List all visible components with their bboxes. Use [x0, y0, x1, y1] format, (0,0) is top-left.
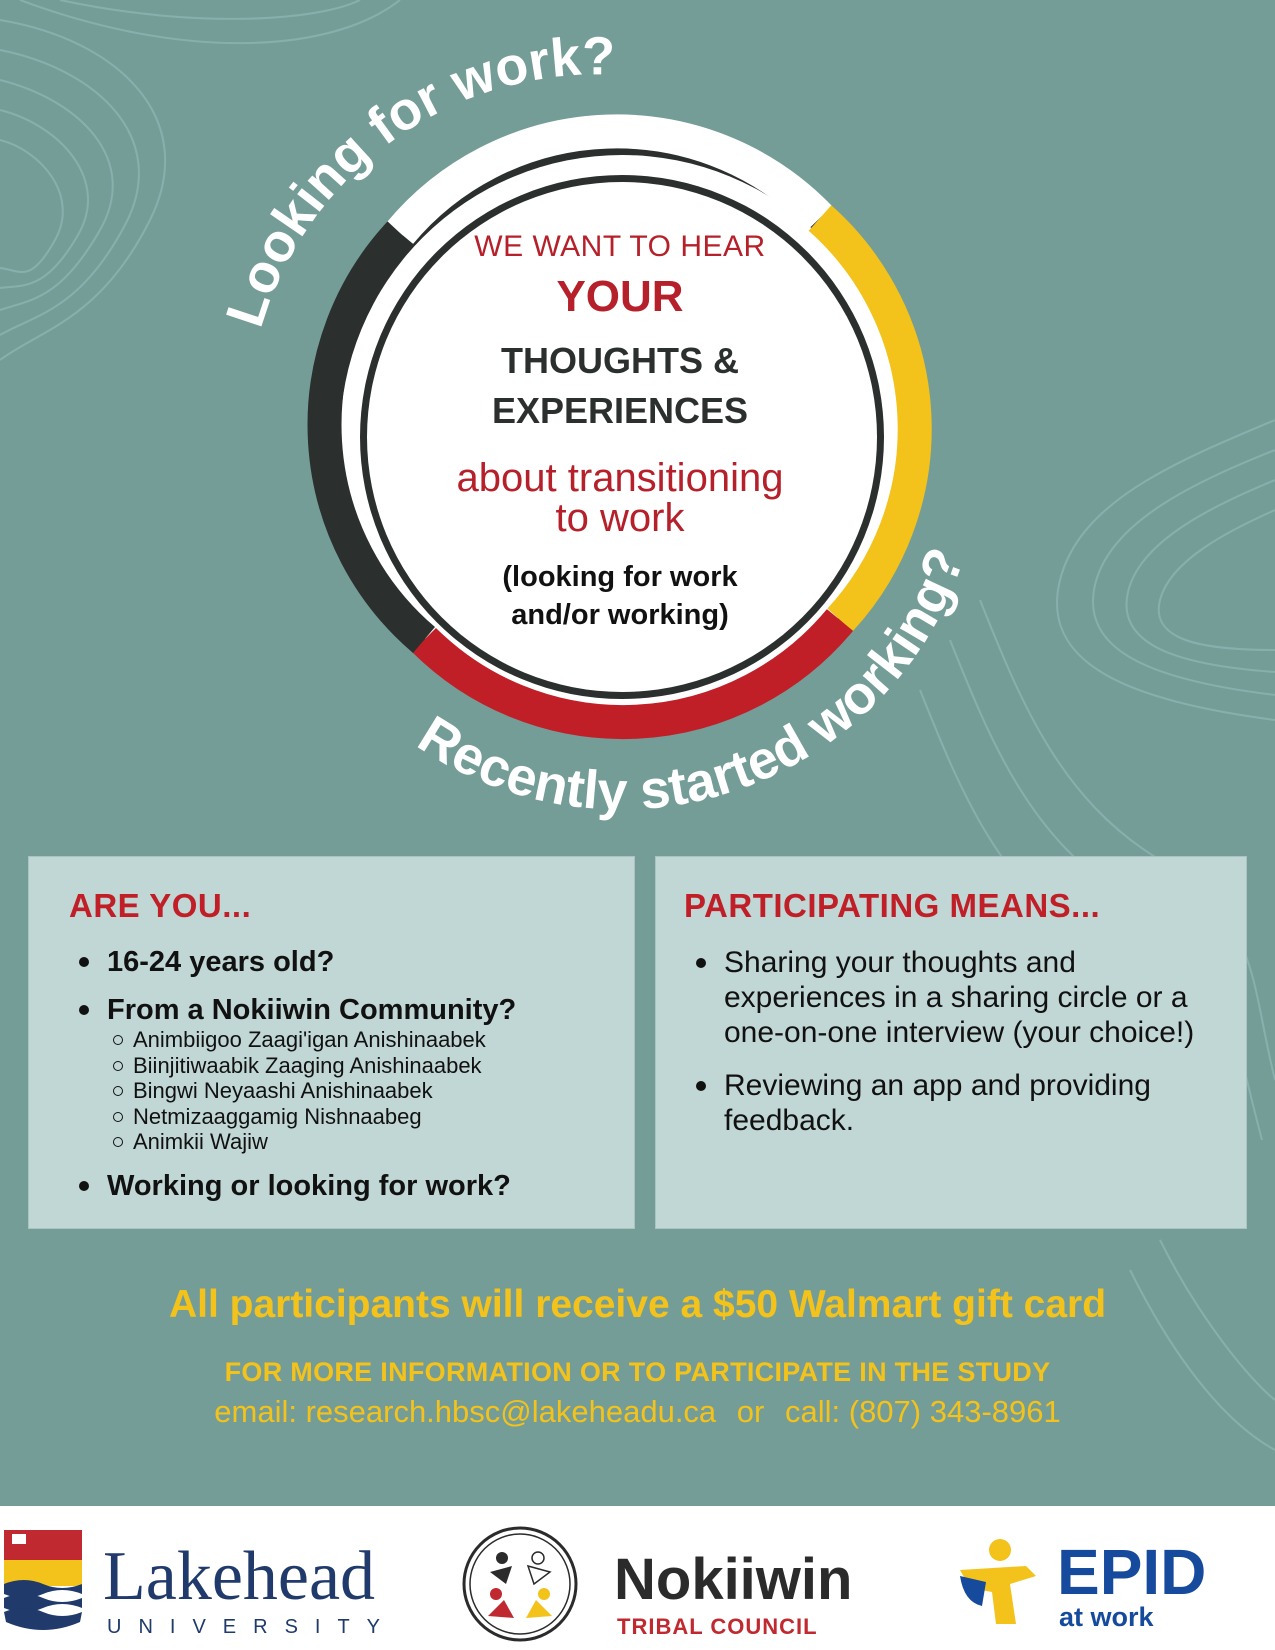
circle-line-transitioning-a: about transitioning — [456, 456, 784, 500]
eligibility-working: Working or looking for work? — [107, 1169, 511, 1202]
list-item: Reviewing an app and providing feedback. — [694, 1068, 1234, 1138]
list-item: From a Nokiiwin Community? Animbiigoo Za… — [77, 993, 617, 1155]
circle-line-your: YOUR — [556, 272, 684, 321]
curved-headlines: Looking for work? Recently started worki… — [215, 26, 976, 821]
nokiiwin-logo-text: Nokiiwin — [614, 1547, 853, 1612]
gift-card-notice: All participants will receive a $50 Walm… — [168, 1283, 1107, 1326]
community-list: Animbiigoo Zaagi'igan Anishinaabek Biinj… — [107, 1027, 617, 1155]
list-item: Working or looking for work? — [77, 1169, 617, 1203]
list-item: 16-24 years old? — [77, 945, 617, 979]
nokiiwin-emblem-icon — [462, 1526, 578, 1642]
circle-line-thoughts-a: THOUGHTS & — [501, 340, 739, 381]
list-item: Sharing your thoughts and experiences in… — [694, 945, 1234, 1050]
nokiiwin-logo-subtext: TRIBAL COUNCIL — [617, 1614, 818, 1639]
lakehead-crest-icon — [4, 1530, 82, 1630]
community-item: Biinjitiwaabik Zaaging Anishinaabek — [113, 1053, 617, 1079]
wheel-center — [367, 182, 877, 692]
eligibility-age: 16-24 years old? — [107, 946, 335, 978]
contact-or: or — [736, 1394, 765, 1429]
footer-logos: Lakehead UNIVERSITY Nokiiwin TRIBAL COUN… — [0, 1506, 1275, 1650]
participation-heading: PARTICIPATING MEANS... — [684, 887, 1101, 924]
wheel-segment-white — [386, 114, 833, 244]
community-item: Animbiigoo Zaagi'igan Anishinaabek — [113, 1027, 617, 1053]
participation-box: PARTICIPATING MEANS... Sharing your thou… — [655, 856, 1247, 1229]
contact-phone[interactable]: call: (807) 343-8961 — [785, 1394, 1061, 1429]
eligibility-box: ARE YOU... 16-24 years old? From a Nokii… — [28, 856, 635, 1229]
circle-message: WE WANT TO HEAR YOUR THOUGHTS & EXPERIEN… — [360, 230, 880, 634]
epid-logo-subtext: at work — [1059, 1602, 1154, 1632]
community-item: Animkii Wajiw — [113, 1129, 617, 1155]
contact-email[interactable]: email: research.hbsc@lakeheadu.ca — [214, 1394, 717, 1429]
eligibility-community: From a Nokiiwin Community? — [107, 994, 517, 1026]
wheel-segment-yellow — [808, 205, 932, 632]
lakehead-logo-text: Lakehead — [103, 1538, 376, 1615]
circle-line-transitioning: about transitioning to work — [360, 458, 880, 538]
wheel-segment-black — [307, 221, 436, 653]
lakehead-logo-subtext: UNIVERSITY — [107, 1616, 398, 1638]
circle-line-looking-a: (looking for work — [502, 561, 738, 593]
wheel-segment-red — [412, 609, 854, 740]
epid-logo-text: EPID — [1057, 1536, 1207, 1608]
circle-line-thoughts-b: EXPERIENCES — [491, 390, 749, 431]
epid-figure-icon — [960, 1539, 1036, 1624]
contact-line: email: research.hbsc@lakeheadu.ca or cal… — [0, 1394, 1275, 1430]
participation-list: Sharing your thoughts and experiences in… — [694, 945, 1234, 1156]
community-item: Bingwi Neyaashi Anishinaabek — [113, 1078, 617, 1104]
circle-line-thoughts: THOUGHTS & EXPERIENCES — [360, 336, 880, 436]
more-info-heading: FOR MORE INFORMATION OR TO PARTICIPATE I… — [224, 1357, 1051, 1387]
circle-line-looking-b: and/or working) — [511, 599, 729, 631]
circle-line-looking: (looking for work and/or working) — [360, 558, 880, 634]
eligibility-list: 16-24 years old? From a Nokiiwin Communi… — [77, 945, 617, 1217]
community-item: Netmizaaggamig Nishnaabeg — [113, 1104, 617, 1130]
circle-line-want-to-hear: WE WANT TO HEAR — [474, 230, 766, 263]
eligibility-heading: ARE YOU... — [69, 887, 252, 924]
circle-line-transitioning-b: to work — [555, 496, 685, 540]
